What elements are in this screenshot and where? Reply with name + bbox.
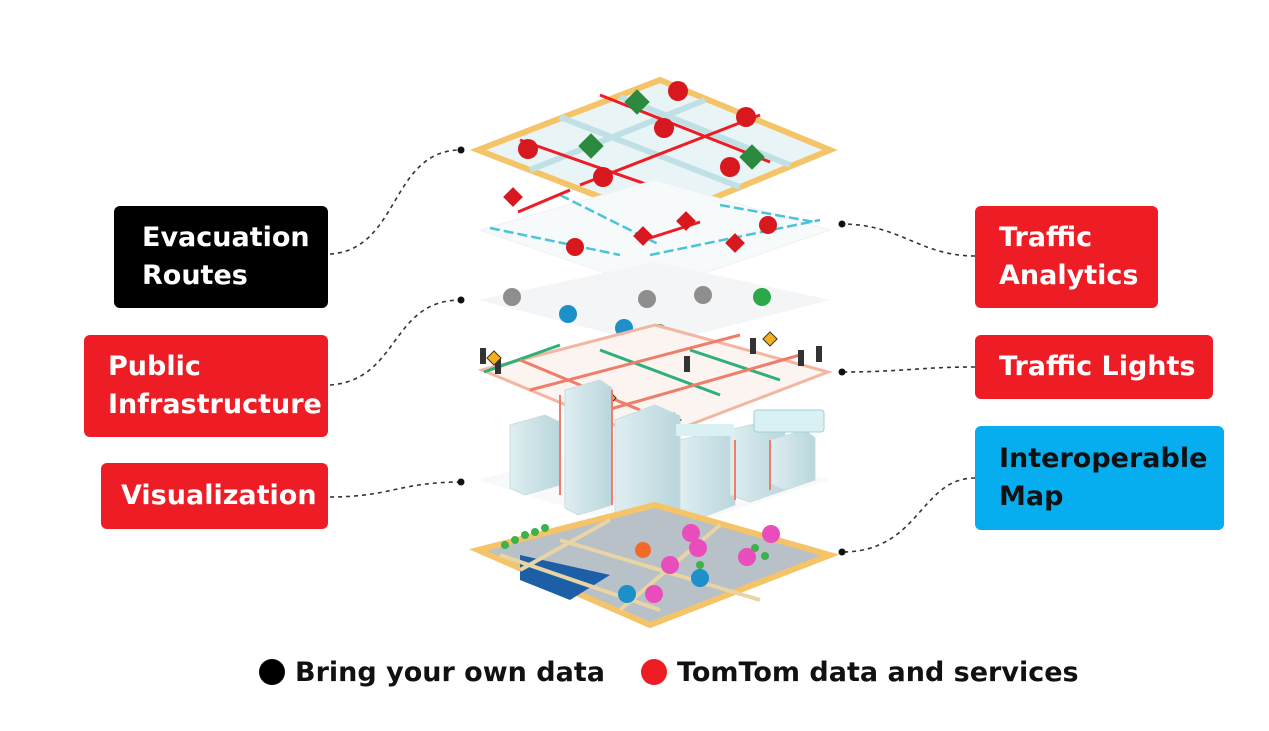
connector-public-infrastructure — [329, 299, 462, 386]
connector-visualization — [329, 481, 462, 498]
evacuation-routes-label: Evacuation Routes — [114, 206, 328, 308]
parking-icon — [618, 569, 709, 603]
visualization-label: Visualization — [101, 463, 328, 529]
traffic-analytics-text: Traffic Analytics — [999, 222, 1139, 291]
public-infrastructure-text: Public Infrastructure — [108, 351, 322, 420]
connector-interoperable-map — [841, 477, 976, 553]
traffic-analytics-layer — [469, 76, 838, 224]
road-closure-icon — [518, 81, 756, 187]
restaurant-icon — [635, 542, 651, 558]
interoperable-map-label: Interoperable Map — [975, 426, 1224, 530]
interoperable-map-text: Interoperable Map — [999, 443, 1208, 512]
evacuation-routes-text: Evacuation Routes — [142, 222, 310, 291]
traffic-lights-text: Traffic Lights — [999, 351, 1196, 382]
connector-dots — [457, 146, 846, 556]
bus-icon — [503, 286, 712, 308]
evacuation-routes-layer — [478, 179, 832, 291]
connectors — [329, 149, 976, 553]
traffic-lights-label: Traffic Lights — [975, 335, 1213, 399]
connector-traffic-analytics — [841, 223, 976, 257]
visualization-layer — [478, 379, 830, 541]
poi-icon — [645, 524, 756, 603]
legend-tomtom-data: TomTom data and services — [641, 652, 1079, 692]
legend-own-data-text: Bring your own data — [295, 656, 605, 688]
building — [509, 379, 816, 541]
connector-traffic-lights — [841, 366, 976, 373]
visualization-text: Visualization — [121, 480, 317, 511]
interoperable-map-layer — [468, 501, 840, 629]
public-infrastructure-label: Public Infrastructure — [84, 335, 328, 437]
roadworks-icon — [578, 89, 765, 170]
hospital-icon — [762, 525, 780, 543]
legend-own-data: Bring your own data — [259, 652, 605, 692]
red-dot-icon — [641, 659, 667, 685]
connector-evacuation-routes — [329, 149, 462, 255]
legend-tomtom-data-text: TomTom data and services — [677, 656, 1079, 688]
traffic-analytics-label: Traffic Analytics — [975, 206, 1158, 308]
black-dot-icon — [259, 659, 285, 685]
